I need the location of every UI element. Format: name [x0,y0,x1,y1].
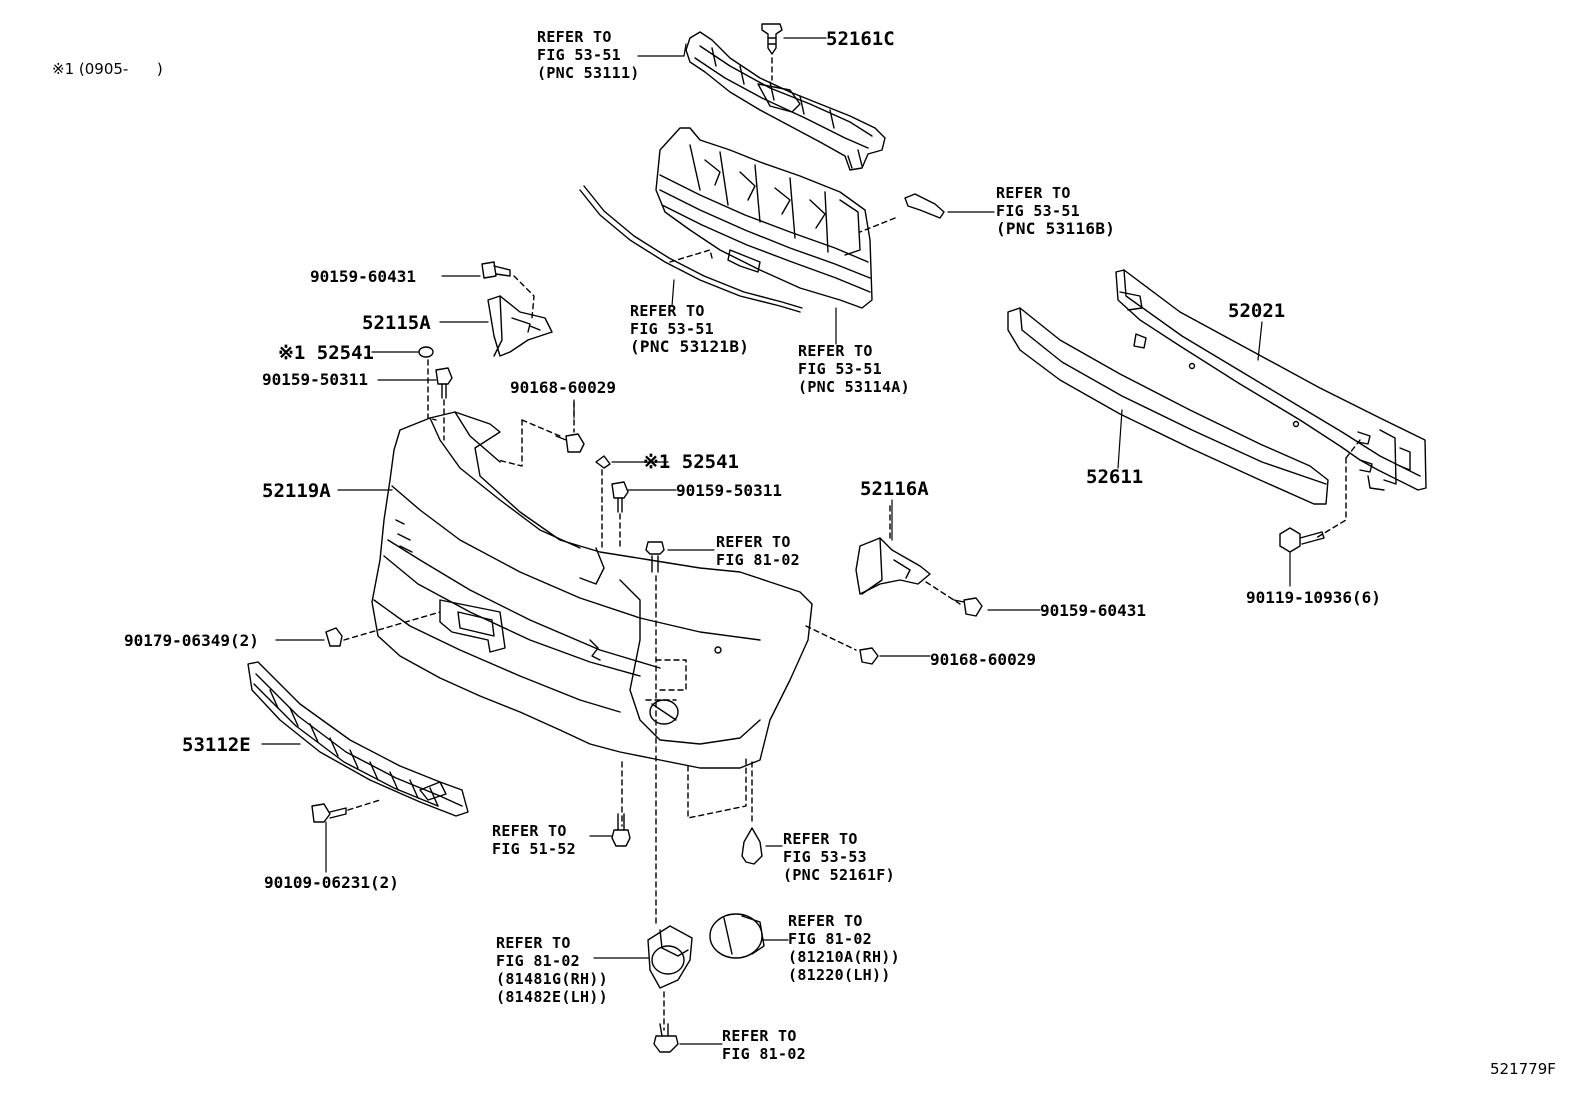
molding-part [580,186,802,312]
screw-90109-06231 [312,804,346,822]
part-53112E: 53112E [182,734,251,756]
refer-fog-lamp: REFER TO FIG 81-02 (81210A(RH)) (81220(L… [788,912,900,984]
grille-part [656,128,872,308]
fastener-fig-81-02-lower [654,1024,678,1052]
part-52021: 52021 [1228,300,1286,322]
bolt-90168-60029-top: 90168-60029 [510,378,616,397]
screw-90159-60431-top [482,262,510,278]
part-52541-top: ※1 52541 [278,342,374,364]
screw-90159-50311-mid [612,482,628,512]
part-52541-mid: ※1 52541 [643,451,739,473]
refer-53114A: REFER TO FIG 53-51 (PNC 53114A) [798,342,910,396]
bolt-90168-60029-right: 90168-60029 [930,650,1036,669]
reinforcement-52021 [1116,270,1426,490]
note-serial-range: ※1 (0905- ) [52,60,163,78]
bracket-52116A [856,538,930,594]
bolt-90109-06231: 90109-06231(2) [264,873,399,892]
part-52611: 52611 [1086,466,1144,488]
refer-fig-81-02-upper: REFER TO FIG 81-02 [716,533,800,569]
figure-id: 521779F [1490,1060,1556,1078]
refer-52161F: REFER TO FIG 53-53 (PNC 52161F) [783,830,895,884]
clip-90179-06349 [326,628,342,646]
clip-fig-53-53 [742,828,762,864]
lower-grille-53112E [248,662,468,816]
refer-53116B: REFER TO FIG 53-51 (PNC 53116B) [996,184,1116,238]
screw-90168-60029-right [860,648,878,664]
screw-90159-60431-right [954,598,982,616]
bolt-90179-06349: 90179-06349(2) [124,631,259,650]
fastener-fig-81-02-upper [646,542,664,572]
part-52116A: 52116A [860,478,929,500]
fog-lamp [710,914,764,958]
bolt-90119-10936 [1280,528,1324,552]
refer-53121B: REFER TO FIG 53-51 (PNC 53121B) [630,302,750,356]
bracket-52115A [488,296,552,356]
refer-fog-bracket: REFER TO FIG 81-02 (81481G(RH)) (81482E(… [496,934,608,1006]
clip-52161C [762,24,782,54]
refer-fig-81-02-lower: REFER TO FIG 81-02 [722,1027,806,1063]
refer-53111: REFER TO FIG 53-51 (PNC 53111) [537,28,640,82]
leader-lines [262,38,1290,1044]
part-52119A: 52119A [262,480,331,502]
bolt-90159-50311-mid: 90159-50311 [676,481,782,500]
bolt-90159-60431-right: 90159-60431 [1040,601,1146,620]
energy-absorber-52611 [1008,308,1328,504]
bracket-53116B [905,194,944,218]
bolt-90119-10936: 90119-10936(6) [1246,588,1381,607]
upper-retainer-part [686,32,885,170]
bolt-90159-60431-top: 90159-60431 [310,267,416,286]
screw-90168-60029-top [556,434,584,452]
fastener-fig-51-52 [612,814,630,846]
screw-90159-50311-top [436,368,452,398]
bolt-90159-50311-top: 90159-50311 [262,370,368,389]
refer-fig-51-52: REFER TO FIG 51-52 [492,822,576,858]
clip-52541-mid [596,456,610,468]
clip-52541-top [419,347,433,357]
fog-lamp-bracket [648,926,692,988]
part-52115A: 52115A [362,312,431,334]
bumper-cover-52119A [372,412,812,768]
part-52161C: 52161C [826,28,895,50]
